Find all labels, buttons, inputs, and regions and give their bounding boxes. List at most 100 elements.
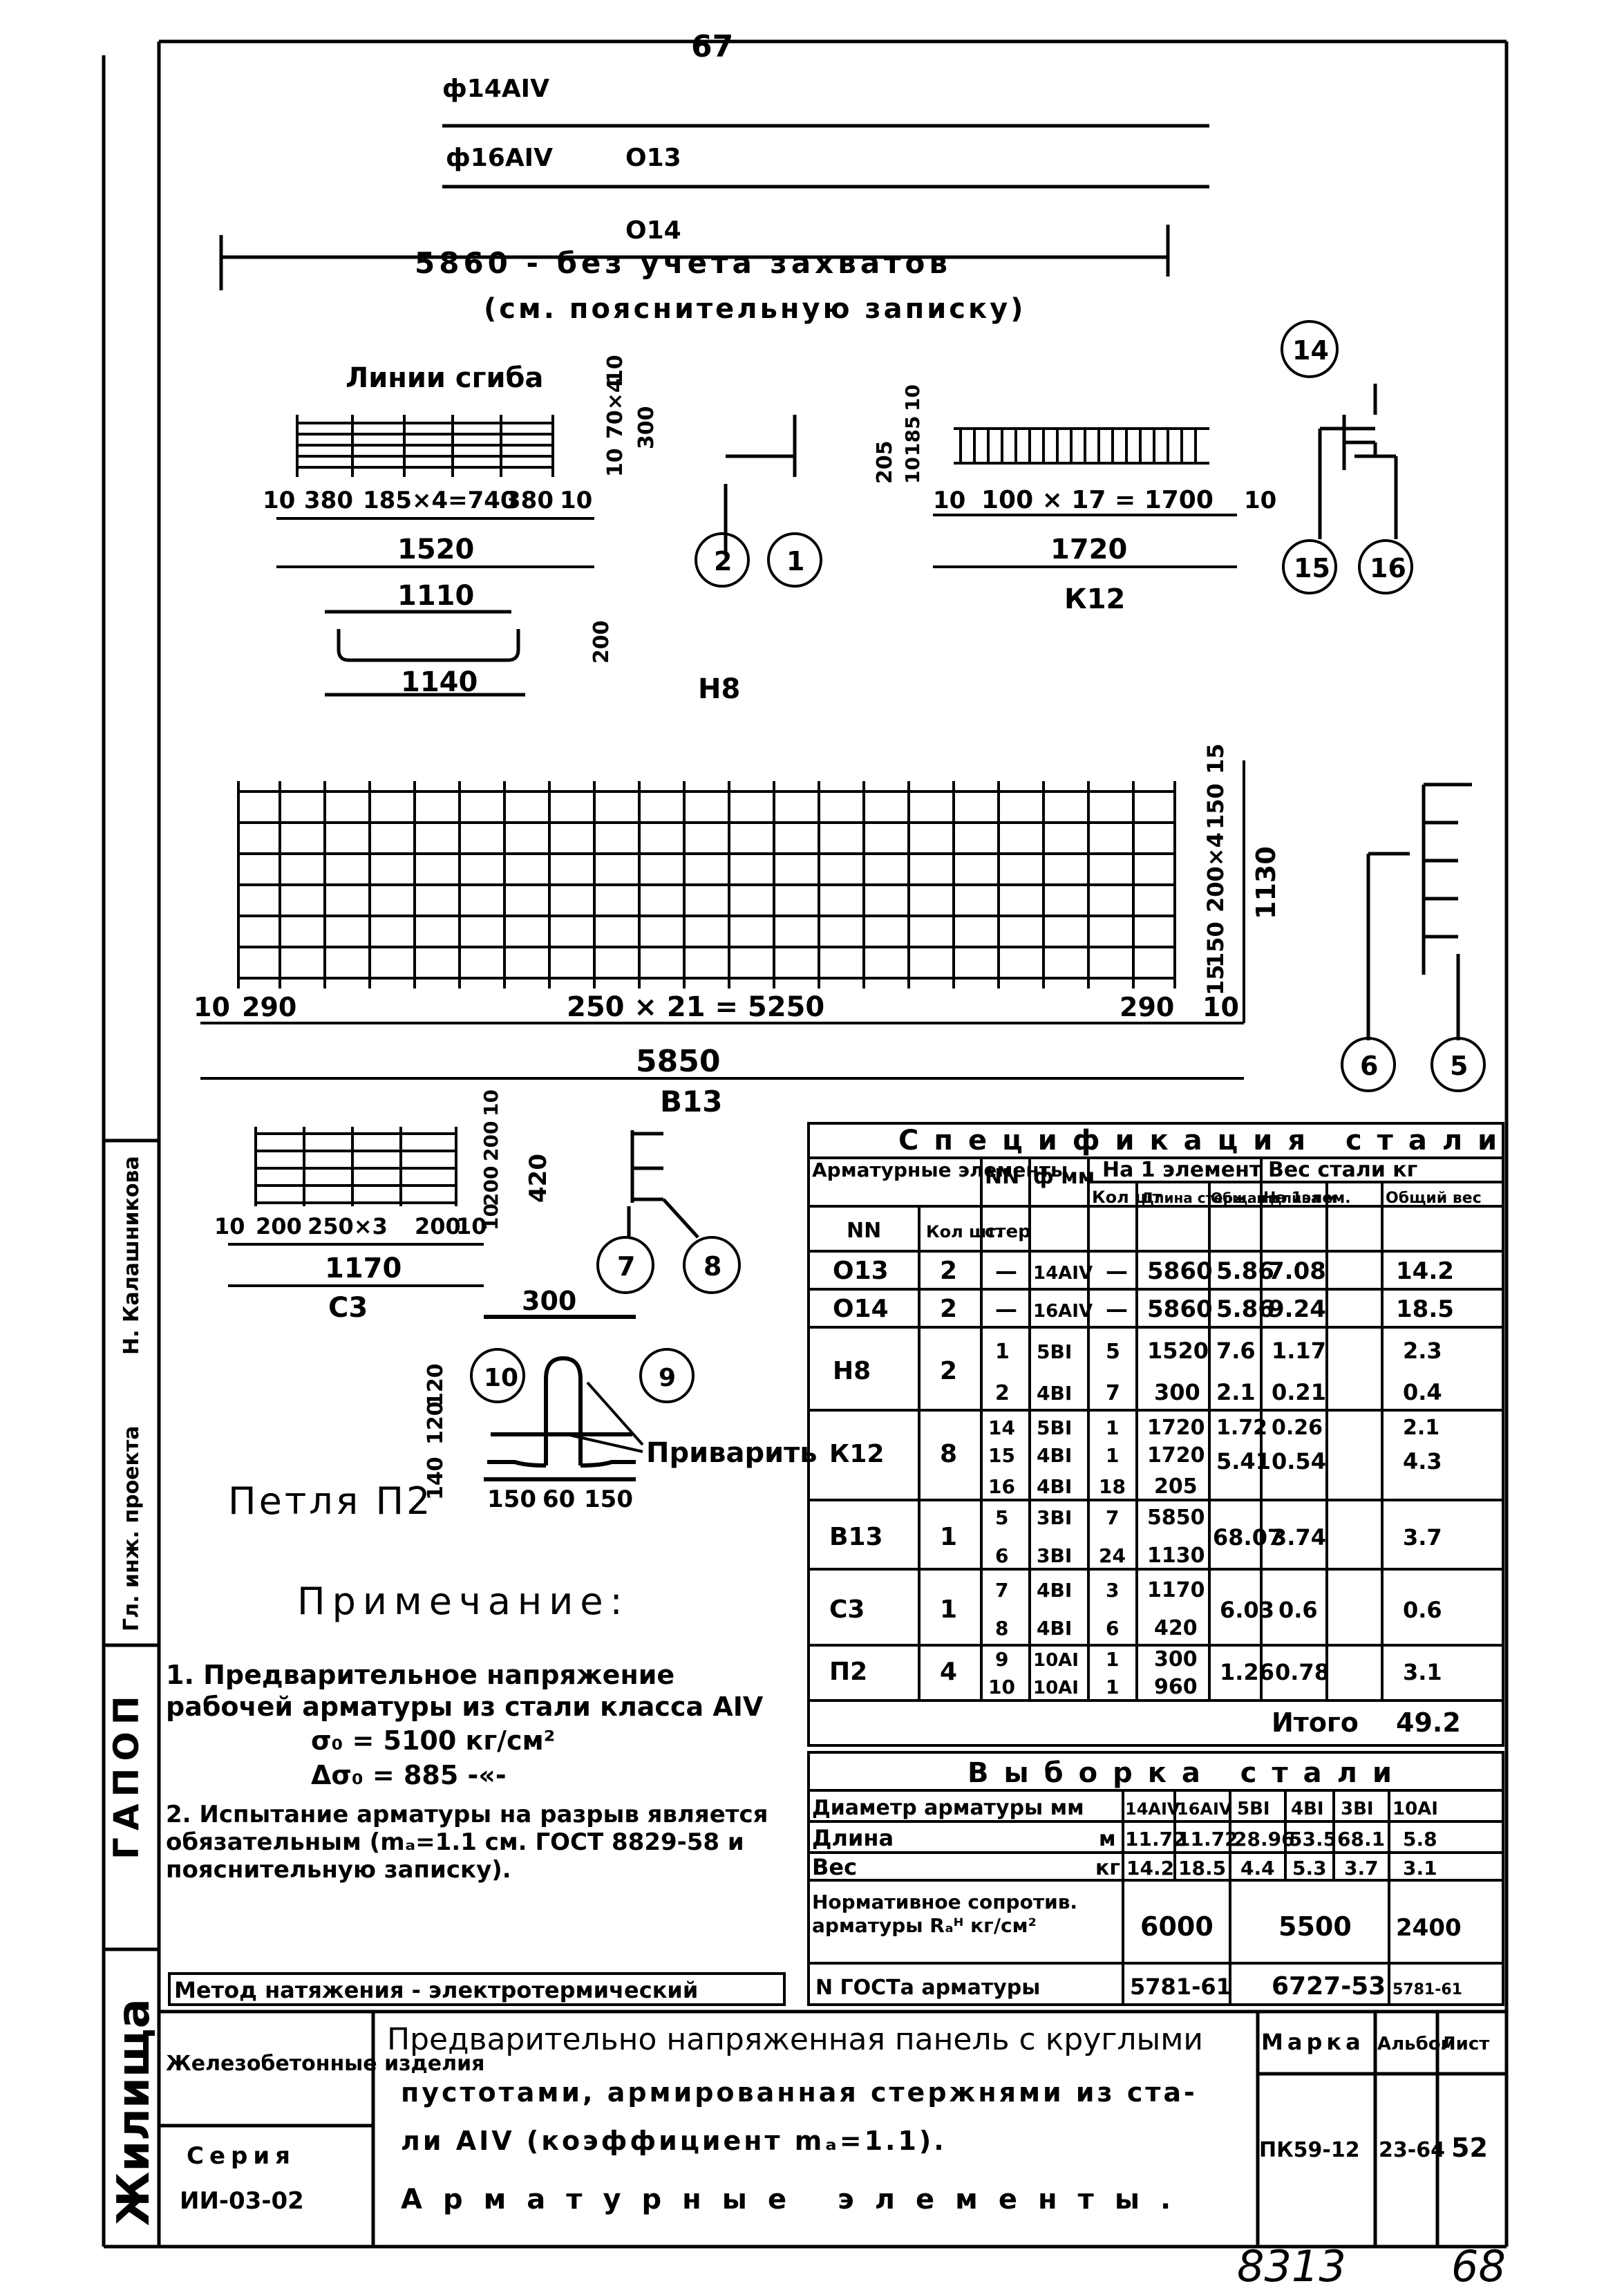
spec-total-value: 49.2 <box>1396 1707 1461 1738</box>
k12-dim-0: 10 <box>933 487 965 514</box>
b13-dim-3: 290 <box>1120 992 1174 1022</box>
k12-callout-16: 16 <box>1370 553 1406 583</box>
spec-head-per-element: На 1 элемент <box>1102 1158 1262 1182</box>
spec-k12-r1-w1: 0.26 <box>1272 1416 1323 1440</box>
spec-h8-r1-total-length: 7.6 <box>1216 1338 1256 1364</box>
side-zone2: ГАПОП <box>106 1689 147 1859</box>
spec-b13-count: 1 <box>940 1523 957 1551</box>
h8-profile-top: 1110 <box>397 580 474 612</box>
handwritten-number-left: 8313 <box>1237 2241 1346 2286</box>
h8-dim-3: 380 <box>504 487 554 514</box>
k12-dim-left-3: 10 <box>901 384 924 411</box>
title-line2: пустотами, армированная стержнями из ста… <box>401 2077 1198 2108</box>
method-label: Метод натяжения - электротермический <box>174 1977 698 2003</box>
b13-total-length: 5850 <box>636 1044 720 1079</box>
spec-k12-r3-rod-length: 205 <box>1154 1474 1198 1499</box>
spec-p2-count: 4 <box>940 1658 957 1686</box>
h8-profile-bottom: 1140 <box>401 666 478 698</box>
sel-resistance-label: Нормативное сопротив. арматуры Rₐᴴ кг/см… <box>812 1891 1078 1937</box>
k12-callout-14: 14 <box>1292 335 1329 366</box>
spec-o13-diameter: 14АIV <box>1033 1263 1093 1284</box>
p2-callout-10: 10 <box>484 1364 518 1392</box>
spec-k12-r2-rod-length: 1720 <box>1147 1443 1205 1468</box>
spec-o13-qty: — <box>1106 1258 1128 1284</box>
p2-dim-left-1: 120 <box>424 1363 448 1407</box>
handwritten-number-right: 68 <box>1451 2241 1506 2286</box>
spec-k12-r1-total-length: 1.72 <box>1216 1416 1267 1440</box>
c3-total-length: 1170 <box>325 1253 402 1284</box>
spec-k12-r3-qty: 18 <box>1099 1475 1126 1498</box>
title-sheet-label: Лист <box>1441 2034 1489 2054</box>
spec-b13-r1-rod-length: 5850 <box>1147 1506 1205 1530</box>
b13-dim-right-2: 200×4 <box>1202 832 1229 912</box>
spec-b13-mark: В13 <box>829 1523 883 1551</box>
spec-k12-r2-w1: 0.54 <box>1272 1448 1326 1474</box>
sel-gost-0: 5781-61 <box>1130 1974 1231 2000</box>
spec-o14-diameter: 16АIV <box>1033 1301 1093 1322</box>
title-series: ИИ-03-02 <box>180 2187 304 2215</box>
side-zone3: Гл. инж. проекта <box>120 1425 144 1631</box>
c3-dim-0: 10 <box>214 1213 245 1239</box>
sel-gost-1: 6727-53 <box>1272 1972 1386 2001</box>
k12-dim-left-0: 205 <box>873 440 897 484</box>
p2-dim-left-0: 120 <box>424 1401 448 1445</box>
sel-gost-2: 5781-61 <box>1392 1981 1462 1998</box>
rod3-mark: О14 <box>625 216 681 245</box>
spec-head-total-weight: Общий вес <box>1386 1190 1482 1207</box>
p2-dim-top: 300 <box>522 1286 576 1316</box>
sel-row-weight-label: Вес <box>812 1854 857 1880</box>
b13-mesh <box>200 760 1245 1080</box>
sel-length-2: 28.96 <box>1234 1828 1295 1851</box>
spec-head-mark: NN <box>847 1219 881 1243</box>
spec-head-rod-length: Длина стерж. мм <box>1142 1190 1279 1206</box>
c3-dim-right-3: 10 <box>480 1089 502 1116</box>
sel-length-4: 68.1 <box>1337 1828 1385 1851</box>
p2-loop <box>484 1315 636 1481</box>
spec-c3-r2-qty: 6 <box>1106 1617 1119 1640</box>
b13-dim-1: 290 <box>242 992 296 1022</box>
spec-b13-wt: 3.7 <box>1403 1524 1442 1550</box>
spec-c3-r2-rod: 8 <box>995 1617 1008 1640</box>
sel-weight-4: 3.7 <box>1344 1857 1379 1880</box>
spec-h8-r1-rod: 1 <box>995 1340 1010 1364</box>
spec-h8-r2-total-length: 2.1 <box>1216 1379 1256 1405</box>
k12-bars <box>959 429 1197 463</box>
spec-k12-mark: К12 <box>829 1440 885 1468</box>
spec-o13-w1: 7.08 <box>1268 1257 1326 1285</box>
spec-p2-r1-qty: 1 <box>1106 1648 1119 1671</box>
spec-head-diameter: ф мм <box>1033 1165 1095 1189</box>
p2-callout-9: 9 <box>659 1364 676 1392</box>
selection-table-grid <box>807 1751 1504 2006</box>
title-line4: Арматурные элементы. <box>401 2184 1191 2215</box>
spec-o14-rod-length: 5860 <box>1147 1295 1213 1323</box>
side-zone4: Н. Калашникова <box>120 1156 144 1355</box>
spec-c3-r2-diameter: 4ВI <box>1037 1617 1072 1640</box>
spec-o14-rod: — <box>995 1296 1017 1322</box>
spec-b13-r2-qty: 24 <box>1099 1544 1126 1567</box>
b13-dim-right-0: 15 <box>1202 964 1229 995</box>
spec-c3-w1: 0.6 <box>1278 1597 1318 1623</box>
spec-h8-r1-wt: 2.3 <box>1403 1338 1442 1364</box>
spec-h8-r2-w1: 0.21 <box>1272 1379 1326 1405</box>
h8-total-length: 1520 <box>397 534 474 565</box>
spec-h8-r2-rod: 2 <box>995 1381 1010 1405</box>
spec-table-grid <box>807 1122 1504 1747</box>
spec-h8-r2-wt: 0.4 <box>1403 1379 1442 1405</box>
sel-weight-0: 14.2 <box>1126 1857 1174 1880</box>
spec-h8-r2-diameter: 4ВI <box>1037 1382 1072 1405</box>
h8-dim-right-0: 10 <box>603 448 627 477</box>
h8-dim-right-3: 10 <box>603 355 627 384</box>
spec-c3-wt: 0.6 <box>1403 1597 1442 1623</box>
sel-diameter-3: 4ВI <box>1291 1799 1324 1819</box>
sel-resistance-1: 5500 <box>1278 1911 1352 1942</box>
p2-dim-bottom-1: 60 <box>542 1486 575 1513</box>
p2-dim-bottom-0: 150 <box>487 1486 536 1513</box>
h8-dim-right-2: 300 <box>634 406 659 449</box>
spec-head-count: Кол шт. <box>926 1222 1003 1242</box>
notes-item-2: 2. Испытание арматуры на разрыв является… <box>166 1801 768 1884</box>
spec-b13-r2-rod-length: 1130 <box>1147 1544 1205 1568</box>
rod2-mark: О13 <box>625 144 681 172</box>
spec-o14-qty: — <box>1106 1296 1128 1322</box>
sel-weight-5: 3.1 <box>1403 1857 1437 1880</box>
spec-o13-count: 2 <box>940 1257 957 1285</box>
